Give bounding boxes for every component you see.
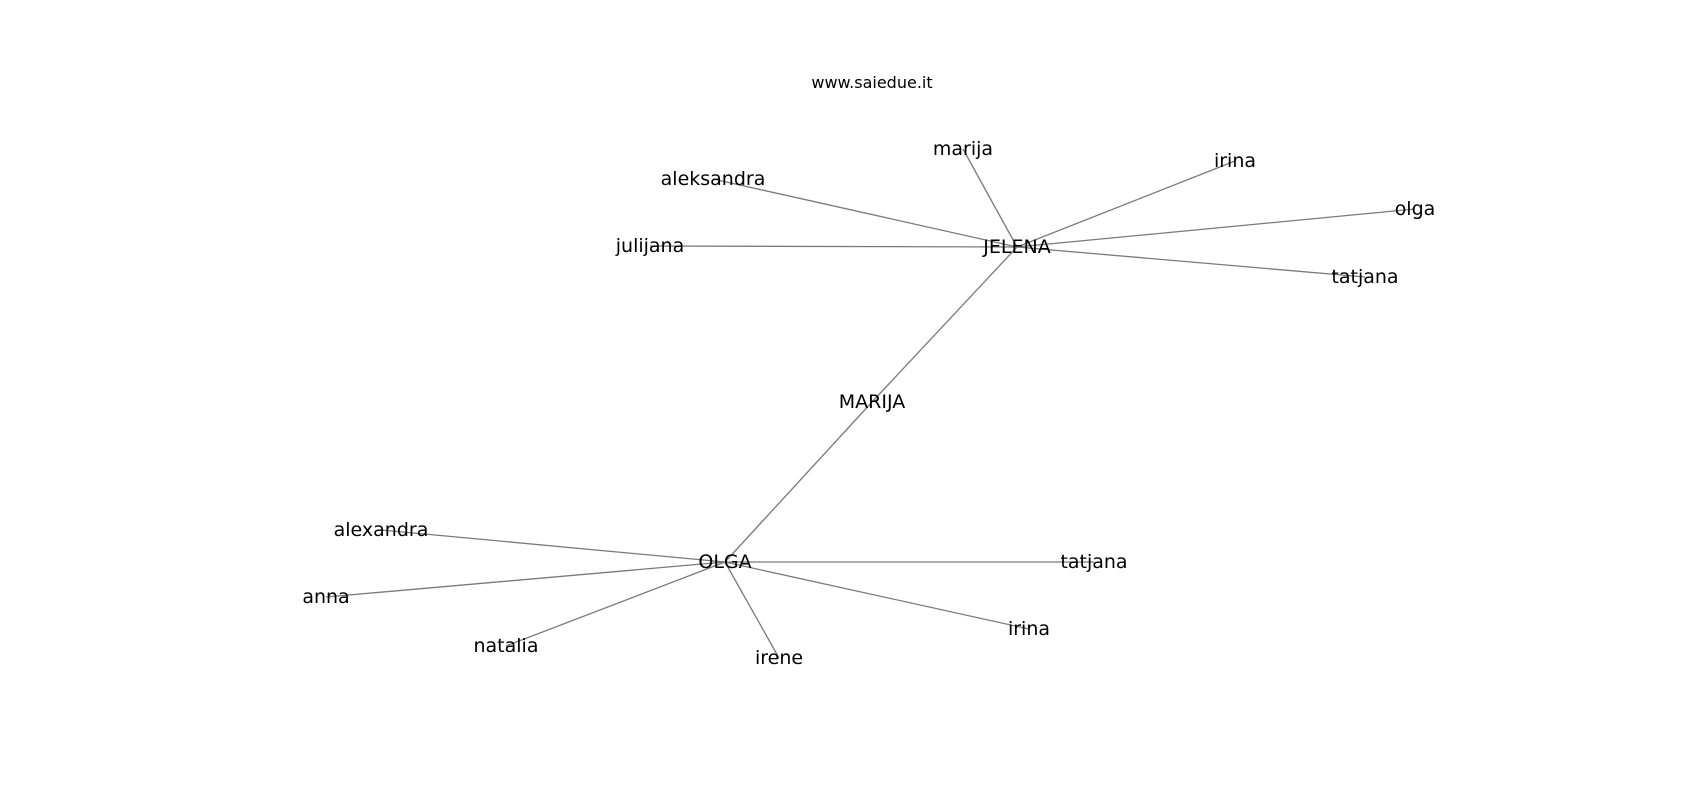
edge-jelena-to-julijana <box>649 245 1018 248</box>
edge-jelena-to-aleksandra <box>712 178 1018 248</box>
node-olga-hub: OLGA <box>698 551 751 573</box>
edge-jelena-to-irina-top <box>1016 160 1236 248</box>
node-alexandra: alexandra <box>334 519 429 541</box>
node-anna: anna <box>302 586 349 608</box>
edge-olga-hub-to-alexandra <box>380 529 726 563</box>
labels-layer: MARIJA JELENA OLGA marija irina olga tat… <box>302 138 1435 669</box>
node-irene: irene <box>755 647 803 669</box>
edge-marija-center-to-olga-hub <box>724 401 873 563</box>
edge-jelena-to-olga-leaf <box>1016 208 1416 248</box>
node-jelena: JELENA <box>982 236 1050 258</box>
node-julijana: julijana <box>615 235 685 257</box>
node-tatjana-bottom: tatjana <box>1060 551 1127 573</box>
edges-layer <box>325 148 1416 659</box>
edge-olga-hub-to-anna <box>325 561 726 598</box>
node-tatjana-top: tatjana <box>1331 266 1398 288</box>
edge-olga-hub-to-irina-bottom <box>724 561 1030 630</box>
node-irina-bottom: irina <box>1008 618 1050 640</box>
edge-jelena-to-marija-leaf <box>962 148 1018 248</box>
node-irina-top: irina <box>1214 150 1256 172</box>
node-aleksandra: aleksandra <box>661 168 766 190</box>
edge-olga-hub-to-irene <box>724 561 780 659</box>
node-marija-center: MARIJA <box>839 391 905 413</box>
edge-jelena-to-tatjana-top <box>1016 246 1366 278</box>
node-olga-leaf: olga <box>1395 198 1436 220</box>
edge-marija-center-to-jelena <box>871 246 1018 403</box>
node-natalia: natalia <box>474 635 539 657</box>
edge-olga-hub-to-natalia <box>505 561 726 647</box>
node-marija-leaf: marija <box>933 138 993 160</box>
watermark-text: www.saiedue.it <box>811 73 932 92</box>
